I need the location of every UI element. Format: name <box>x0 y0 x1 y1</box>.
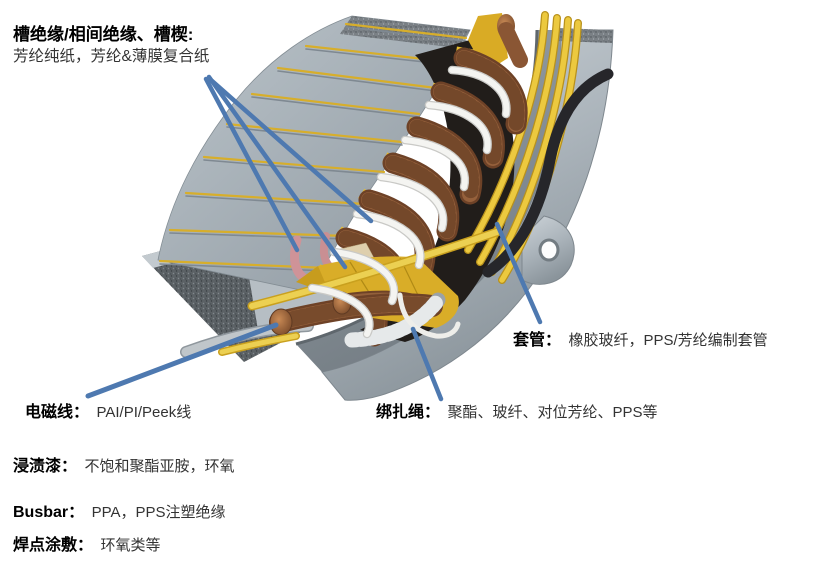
lacing-cord-end <box>397 292 461 339</box>
label-magnet-wire-term: 电磁线： <box>25 404 90 421</box>
leader-lacing <box>410 326 444 402</box>
black-cable <box>482 68 614 278</box>
label-slot-desc: 芳纶纯纸，芳纶&薄膜复合纸 <box>13 48 210 66</box>
label-sleeve: 套管： 橡胶玻纤，PPS/芳纶编制套管 <box>513 331 768 351</box>
label-varnish: 浸渍漆： 不饱和聚酯亚胺，环氧 <box>13 457 234 477</box>
label-sleeve-term: 套管： <box>513 332 562 349</box>
leader-lines <box>85 74 543 402</box>
magnet-wire-end <box>269 308 293 336</box>
label-slot-insulation: 槽绝缘/相间绝缘、槽楔: 芳纶纯纸，芳纶&薄膜复合纸 <box>13 24 209 67</box>
label-varnish-desc: 不饱和聚酯亚胺，环氧 <box>84 458 235 475</box>
label-magnet-wire: 电磁线： PAI/PI/Peek线 <box>25 403 191 423</box>
leader-sleeve <box>494 221 543 325</box>
lacing-cord <box>307 65 511 339</box>
label-solder: 焊点涂敷： 环氧类等 <box>13 536 160 556</box>
label-lacing-desc: 聚酯、玻纤、对位芳纶、PPS等 <box>447 404 658 421</box>
label-busbar-term: Busbar： <box>13 504 85 521</box>
label-solder-desc: 环氧类等 <box>100 537 161 554</box>
label-busbar: Busbar： PPA，PPS注塑绝缘 <box>13 503 226 523</box>
mounting-hole <box>538 238 560 262</box>
label-lacing: 绑扎绳： 聚酯、玻纤、对位芳纶、PPS等 <box>376 403 658 423</box>
leader-slot-3 <box>209 78 374 224</box>
leader-magnet-wire <box>85 322 279 399</box>
label-slot-term: 槽绝缘/相间绝缘、槽楔: <box>13 25 194 44</box>
label-varnish-term: 浸渍漆： <box>13 458 78 475</box>
label-lacing-term: 绑扎绳： <box>376 404 441 421</box>
core-top-face <box>340 16 470 48</box>
label-solder-term: 焊点涂敷： <box>13 537 94 554</box>
leader-slot-2 <box>206 74 348 270</box>
leader-slot-1 <box>203 76 300 253</box>
label-busbar-desc: PPA，PPS注塑绝缘 <box>91 504 226 521</box>
label-magnet-wire-desc: PAI/PI/Peek线 <box>96 404 192 421</box>
label-sleeve-desc: 橡胶玻纤，PPS/芳纶编制套管 <box>568 332 768 349</box>
